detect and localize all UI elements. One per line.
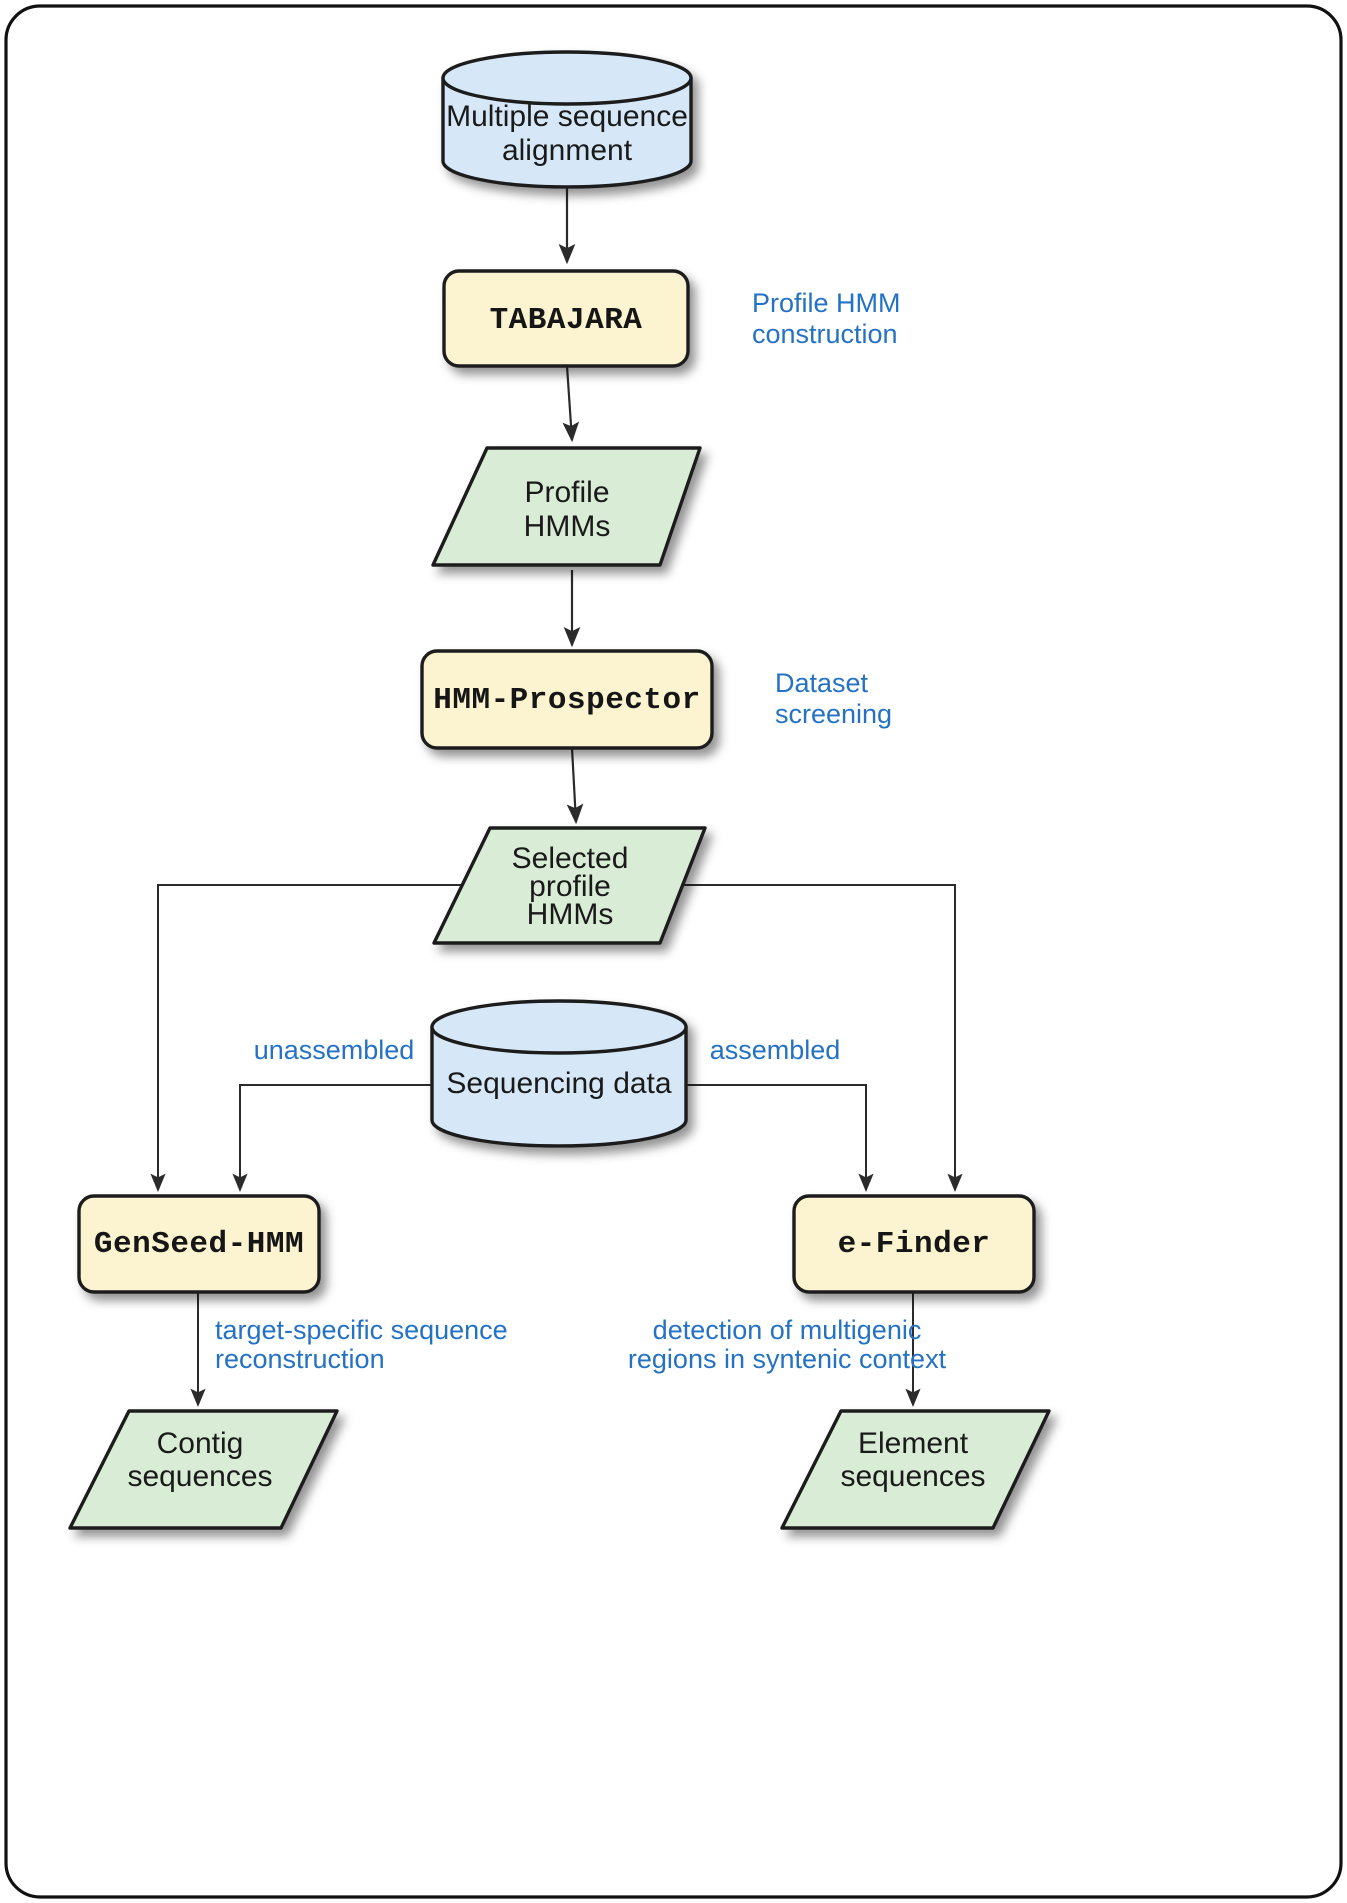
node-contig-sequences[interactable]	[68, 1409, 339, 1530]
msa-label-line1: Multiple sequence	[446, 100, 688, 133]
annotation-profile-hmm-construction-line1: Profile HMM	[752, 288, 901, 318]
annotation-dataset-screening-line2: screening	[775, 699, 892, 729]
sequencing-data-label: Sequencing data	[446, 1067, 672, 1100]
genseed-hmm-box	[77, 1194, 321, 1294]
node-e-finder[interactable]	[792, 1194, 1036, 1294]
edges-layer	[150, 186, 963, 1408]
annotation-assembled: assembled	[710, 1035, 841, 1065]
annotation-unassembled: unassembled	[254, 1035, 415, 1065]
node-profile-hmms[interactable]	[431, 446, 702, 567]
hmm-prospector-box	[420, 649, 714, 750]
edge-tabajara-to-profilehmms	[562, 365, 580, 443]
profile-hmms-label-line2: HMMs	[524, 510, 611, 543]
selected-profile-hmms-label-line3: HMMs	[527, 898, 614, 931]
genseed-hmm-label: GenSeed-HMM	[94, 1227, 304, 1262]
node-tabajara[interactable]	[442, 269, 690, 368]
annotation-dataset-screening-line1: Dataset	[775, 668, 869, 698]
contig-sequences-parallelogram	[68, 1409, 339, 1530]
edge-seqdata-unassembled-to-genseed	[232, 1084, 432, 1193]
sequencing-data-cylinder-body	[430, 1025, 688, 1148]
element-sequences-parallelogram	[780, 1409, 1051, 1530]
node-element-sequences[interactable]	[780, 1409, 1051, 1530]
annotation-multigenic-line1: detection of multigenic	[653, 1315, 922, 1345]
annotation-multigenic-line2: regions in syntenic context	[628, 1344, 947, 1374]
edge-seqdata-assembled-to-efinder	[686, 1084, 874, 1193]
node-selected-profile-hmms[interactable]	[432, 826, 707, 945]
e-finder-label: e-Finder	[838, 1227, 991, 1262]
node-genseed-hmm[interactable]	[77, 1194, 321, 1294]
annotation-target-specific-line1: target-specific sequence	[215, 1315, 508, 1345]
profile-hmms-label-line1: Profile	[524, 476, 609, 509]
tabajara-label: TABAJARA	[490, 303, 643, 338]
selected-profile-hmms-label-line2: profile	[529, 870, 611, 903]
contig-sequences-label-line2: sequences	[127, 1460, 272, 1493]
edge-prospector-to-selected	[566, 747, 584, 825]
msa-cylinder-top	[441, 50, 693, 106]
msa-label-line2: alignment	[502, 134, 633, 167]
element-sequences-label-line2: sequences	[840, 1460, 985, 1493]
selected-profile-hmms-label-line1: Selected	[512, 842, 629, 875]
hmm-prospector-label: HMM-Prospector	[433, 683, 700, 718]
edge-selected-branch-left	[150, 884, 490, 1193]
annotation-profile-hmm-construction-line2: construction	[752, 319, 898, 349]
edge-selected-branch-right	[652, 884, 963, 1193]
profile-hmms-parallelogram	[431, 446, 702, 567]
node-sequencing-data[interactable]	[430, 999, 688, 1148]
sequencing-data-cylinder-top	[430, 999, 688, 1055]
contig-sequences-label-line1: Contig	[157, 1427, 244, 1460]
msa-cylinder-body	[441, 76, 693, 189]
annotation-target-specific-line2: reconstruction	[215, 1344, 385, 1374]
diagram-outer-frame	[4, 4, 1343, 1899]
selected-profile-hmms-parallelogram	[432, 826, 707, 945]
e-finder-box	[792, 1194, 1036, 1294]
node-hmm-prospector[interactable]	[420, 649, 714, 750]
node-multiple-sequence-alignment[interactable]	[441, 50, 693, 189]
tabajara-box	[442, 269, 690, 368]
element-sequences-label-line1: Element	[858, 1427, 969, 1460]
